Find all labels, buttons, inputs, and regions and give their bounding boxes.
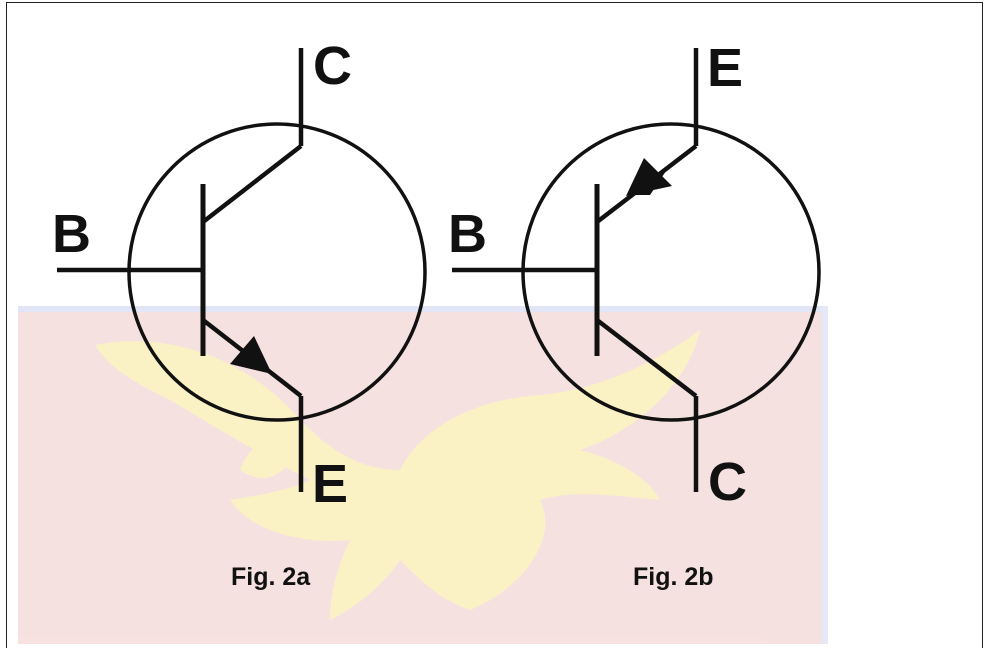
caption-fig-2b: Fig. 2b <box>633 563 714 591</box>
label-2a-emitter: E <box>312 454 348 514</box>
transistor-2b-collector-line <box>595 318 698 398</box>
figure-2a-npn-transistor <box>57 48 427 492</box>
watermark-band-top-edge <box>18 306 828 312</box>
label-2b-emitter: E <box>707 38 743 98</box>
transistor-2a-collector-line <box>201 144 303 224</box>
transistor-2a-emitter-arrow-icon <box>230 336 272 374</box>
diagram-frame <box>6 2 983 648</box>
watermark-band-right-edge <box>822 306 828 644</box>
watermark <box>18 306 828 644</box>
transistor-2b-emitter-arrowhead-icon <box>626 158 672 196</box>
label-2a-collector: C <box>313 36 352 96</box>
label-2a-base: B <box>52 204 91 264</box>
label-2b-collector: C <box>708 452 747 512</box>
caption-fig-2a: Fig. 2a <box>231 563 311 591</box>
label-2b-base: B <box>448 204 487 264</box>
eagle-emblem <box>95 330 700 620</box>
